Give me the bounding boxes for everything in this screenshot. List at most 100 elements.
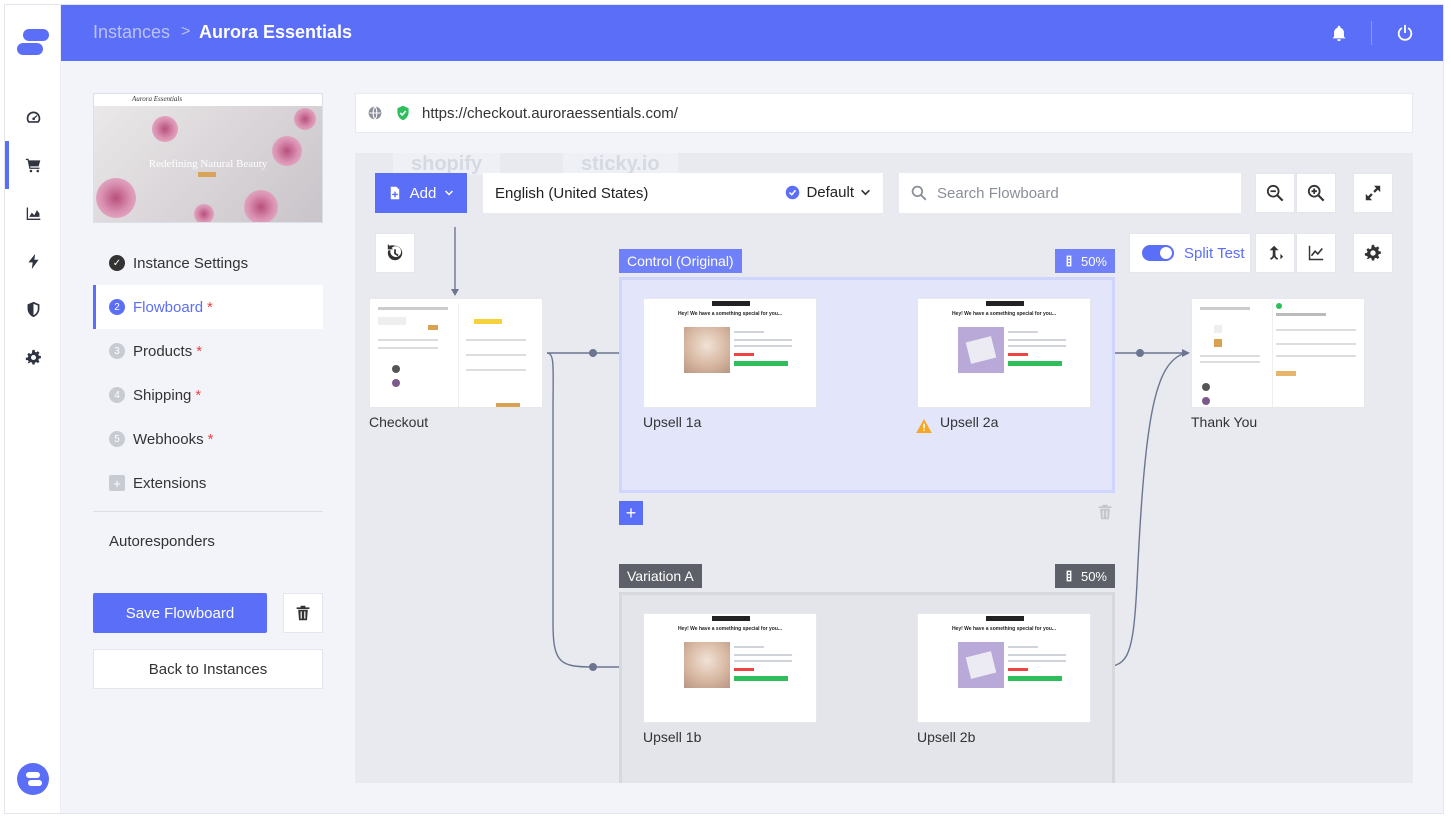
search-input[interactable]	[937, 184, 1217, 202]
product-image	[684, 327, 730, 373]
delete-group-button[interactable]	[1097, 503, 1115, 523]
delete-instance-button[interactable]	[283, 593, 323, 633]
rail-security[interactable]	[5, 285, 61, 333]
app-frame: Instances > Aurora Essentials Aurora Ess…	[4, 4, 1444, 814]
upsell-1b-label: Upsell 1b	[643, 729, 702, 745]
menu-flowboard[interactable]: 2 Flowboard *	[93, 285, 323, 329]
upsell-1b-node[interactable]: Hey! We have a something special for you…	[643, 613, 817, 723]
check-icon: ✓	[109, 255, 125, 271]
menu-products[interactable]: 3 Products *	[93, 329, 323, 373]
chevron-down-icon	[861, 189, 870, 196]
checkout-node[interactable]	[369, 298, 543, 408]
required-mark: *	[196, 342, 203, 360]
logout-button[interactable]	[1393, 21, 1417, 45]
area-chart-icon	[26, 207, 40, 220]
upsell-1a-node[interactable]: Hey! We have a something special for you…	[643, 298, 817, 408]
warning-icon	[916, 419, 932, 433]
product-image	[958, 327, 1004, 373]
step-badge: 2	[109, 299, 125, 315]
upsell-2a-node[interactable]: Hey! We have a something special for you…	[917, 298, 1091, 408]
gear-icon	[25, 349, 41, 365]
trash-icon	[1098, 504, 1112, 520]
split-test-label: Split Test	[1184, 244, 1245, 262]
control-percent: 50%	[1080, 253, 1107, 269]
history-icon	[387, 244, 403, 261]
menu-instance-settings[interactable]: ✓ Instance Settings	[93, 241, 323, 285]
gear-icon	[1364, 244, 1381, 261]
rail-dashboard[interactable]	[5, 93, 61, 141]
menu-item-label: Products	[133, 342, 193, 360]
zoom-in-icon	[1307, 184, 1325, 202]
add-variation-button[interactable]: +	[619, 501, 643, 525]
url-text[interactable]: https://checkout.auroraessentials.com/	[422, 104, 678, 122]
account-avatar[interactable]	[17, 763, 49, 795]
step-badge: 5	[109, 431, 125, 447]
split-branch-button[interactable]	[1255, 233, 1295, 273]
variation-traffic-split[interactable]: 50%	[1054, 564, 1115, 588]
cart-icon	[25, 158, 40, 172]
app-logo[interactable]	[17, 29, 49, 57]
menu-autoresponders[interactable]: Autoresponders	[109, 533, 215, 550]
add-button[interactable]: Add	[375, 173, 467, 213]
speedometer-icon	[26, 111, 40, 123]
toggle-switch[interactable]	[1142, 245, 1174, 261]
menu-shipping[interactable]: 4 Shipping *	[93, 373, 323, 417]
line-chart-icon	[1308, 245, 1324, 261]
thank-you-node[interactable]	[1191, 298, 1365, 408]
required-mark: *	[207, 430, 214, 448]
breadcrumb-instances[interactable]: Instances	[93, 22, 171, 42]
mini-headline: Hey! We have a something special for you…	[677, 626, 783, 632]
menu-webhooks[interactable]: 5 Webhooks *	[93, 417, 323, 461]
variation-group-label[interactable]: Variation A	[619, 564, 702, 588]
trash-icon	[296, 605, 310, 621]
rail-cart[interactable]	[5, 141, 61, 189]
preview-cta	[198, 172, 216, 177]
notifications-button[interactable]	[1327, 21, 1351, 45]
control-traffic-split[interactable]: 50%	[1054, 249, 1115, 273]
breadcrumb-current: Aurora Essentials	[199, 22, 353, 42]
language-select[interactable]: English (United States) Default	[483, 173, 883, 213]
rail-analytics[interactable]	[5, 189, 61, 237]
back-to-instances-button[interactable]: Back to Instances	[93, 649, 323, 689]
search-flowboard[interactable]	[899, 173, 1241, 213]
fullscreen-button[interactable]	[1353, 173, 1393, 213]
chevron-down-icon	[445, 190, 454, 196]
preview-tagline: Redefining Natural Beauty	[148, 158, 268, 170]
save-flowboard-button[interactable]: Save Flowboard	[93, 593, 267, 633]
split-test-toggle[interactable]: Split Test	[1129, 233, 1251, 273]
default-label: Default	[806, 184, 854, 201]
branch-icon	[1269, 245, 1284, 260]
menu-item-label: Extensions	[133, 474, 207, 492]
traffic-light-icon	[1066, 255, 1072, 267]
mini-headline: Hey! We have a something special for you…	[951, 626, 1057, 632]
menu-item-label: Webhooks	[133, 430, 204, 448]
plus-square-icon: +	[109, 475, 125, 491]
menu-item-label: Flowboard	[133, 298, 204, 316]
zoom-out-button[interactable]	[1255, 173, 1295, 213]
flowboard-settings-button[interactable]	[1353, 233, 1393, 273]
site-preview-thumbnail[interactable]: Aurora Essentials Redefining Natural Bea…	[93, 93, 323, 223]
language-value: English (United States)	[495, 184, 649, 202]
variation-percent: 50%	[1080, 568, 1107, 584]
upsell-1a-label: Upsell 1a	[643, 414, 702, 430]
zoom-in-button[interactable]	[1296, 173, 1336, 213]
history-button[interactable]	[375, 233, 415, 273]
bell-icon	[1332, 25, 1346, 42]
product-image	[684, 642, 730, 688]
setup-menu: ✓ Instance Settings 2 Flowboard * 3 Prod…	[93, 241, 323, 505]
step-badge: 3	[109, 343, 125, 359]
sticky-watermark: sticky.io	[563, 153, 678, 175]
menu-divider	[93, 511, 323, 512]
control-group-label[interactable]: Control (Original)	[619, 249, 742, 273]
upsell-2b-node[interactable]: Hey! We have a something special for you…	[917, 613, 1091, 723]
menu-extensions[interactable]: + Extensions	[93, 461, 323, 505]
left-rail	[5, 5, 61, 813]
required-mark: *	[195, 386, 202, 404]
url-bar: https://checkout.auroraessentials.com/	[355, 93, 1413, 133]
rail-settings[interactable]	[5, 333, 61, 381]
rail-automations[interactable]	[5, 237, 61, 285]
header-divider	[1371, 21, 1372, 45]
analytics-button[interactable]	[1296, 233, 1336, 273]
flowboard-canvas[interactable]: shopify sticky.io	[355, 153, 1413, 783]
shield-icon	[27, 301, 39, 317]
